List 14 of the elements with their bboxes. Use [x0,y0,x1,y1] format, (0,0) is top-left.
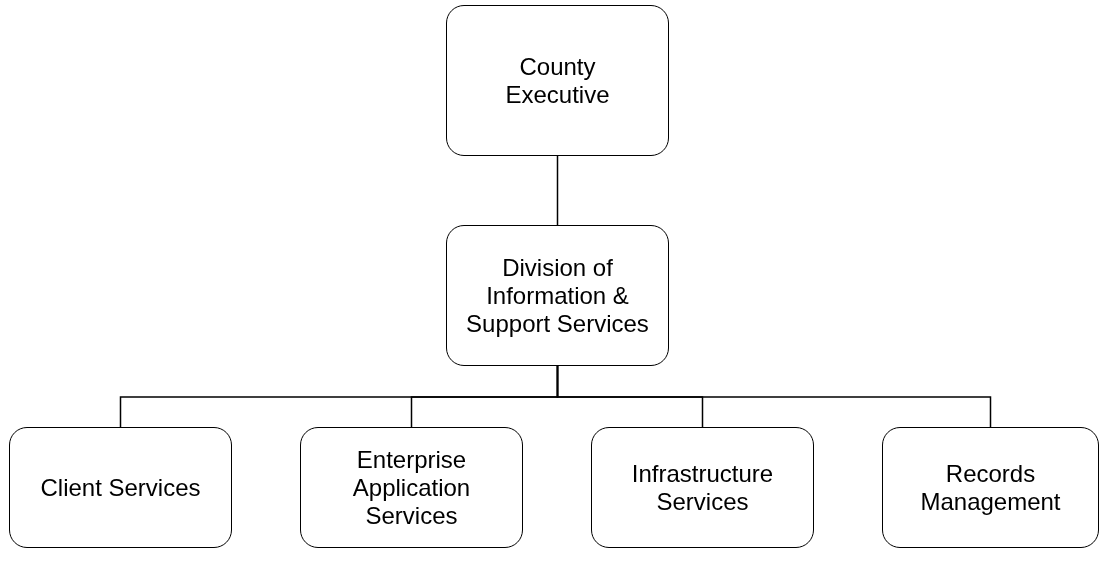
org-box [300,427,523,548]
box-label: Infrastructure Services [630,459,775,516]
org-box [446,225,669,366]
connector-line [556,155,559,226]
org-box [9,427,232,548]
box-label: County Executive [504,52,611,109]
box-label: Division of Information & Support Services [465,253,650,338]
org-box [446,5,669,156]
org-box [591,427,814,548]
box-label: Client Services [40,473,201,502]
org-box [882,427,1099,548]
connector-line [556,365,992,428]
box-label: Enterprise Application Services [351,445,472,530]
box-label: Records Management [919,459,1062,516]
